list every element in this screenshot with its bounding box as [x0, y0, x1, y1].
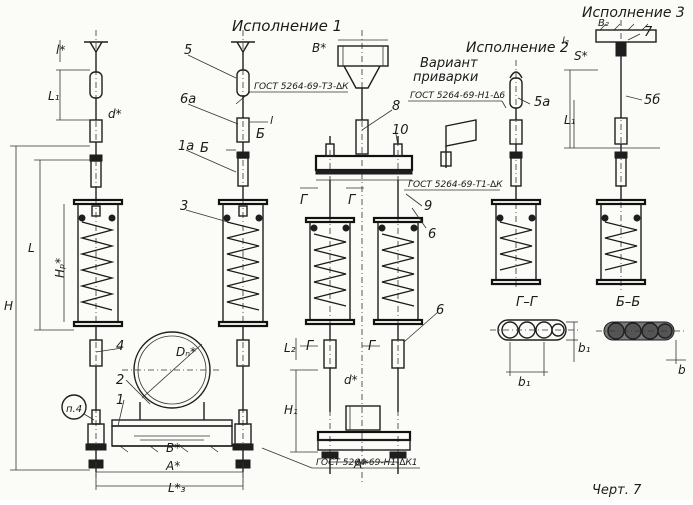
svg-text:Г: Г [300, 193, 309, 208]
dim-A-star: A* [165, 459, 180, 473]
svg-text:Г–Г: Г–Г [516, 295, 539, 310]
part-1a: 1а [178, 139, 194, 154]
dim-L1: L₁ [48, 89, 60, 103]
part-6-lower: 6 [436, 303, 444, 318]
traverse-assembly-center [304, 30, 424, 485]
hanger-assembly-variant-2 [440, 60, 542, 290]
dimension-lines [10, 39, 575, 490]
pipe-and-clamp [111, 331, 233, 453]
part-6a: 6а [180, 92, 196, 107]
dim-H: H [4, 299, 13, 313]
dim-d-star-2: d* [344, 373, 358, 387]
part-9: 9 [424, 199, 432, 214]
part-number-labels: 5 6а 1а 3 4 2 1 п.4 8 10 9 6 6 5а 5б 7 [66, 25, 660, 415]
svg-text:Б: Б [200, 141, 209, 156]
note-p4: п.4 [66, 404, 82, 415]
part-2: 2 [116, 373, 124, 388]
dim-L: L [28, 241, 35, 255]
title-variant-3: Исполнение 3 [582, 5, 685, 21]
dim-Dn: Dₙ* [176, 345, 196, 359]
dim-b1-right: b₁ [578, 341, 591, 355]
dim-B-star: B* [166, 441, 180, 455]
svg-text:Б: Б [256, 127, 265, 142]
part-5a: 5а [534, 95, 550, 110]
gost-label-top-left: ГОСТ 5264-69-Т3-∆К [235, 82, 349, 105]
dim-B2: B₂ [598, 18, 609, 29]
part-7: 7 [644, 25, 653, 40]
part-5b: 5б [644, 93, 660, 108]
svg-text:Г: Г [348, 193, 357, 208]
part-3: 3 [180, 199, 188, 214]
svg-text:ГОСТ 5264-69-Т1-∆К: ГОСТ 5264-69-Т1-∆К [408, 180, 503, 190]
svg-text:Г: Г [368, 339, 377, 354]
section-g-g: Г–Г [490, 295, 580, 376]
part-6: 6 [428, 227, 436, 242]
dim-b: b [678, 363, 686, 377]
dim-Hp: Hₚ* [53, 258, 67, 278]
part-1: 1 [116, 393, 124, 408]
dim-d-star: d* [108, 107, 122, 121]
dim-l: l [270, 114, 273, 127]
sheet-label: Черт. 7 [592, 483, 642, 498]
dim-S-star: S* [574, 49, 588, 63]
dim-l2: l₂ [562, 36, 569, 47]
welding-variant-line2: приварки [413, 70, 478, 85]
part-8: 8 [392, 99, 400, 114]
svg-text:Б–Б: Б–Б [616, 295, 640, 310]
section-b-b: Б–Б [596, 295, 686, 364]
part-4: 4 [116, 339, 124, 354]
dim-L2: L₂ [284, 341, 296, 355]
hanger-assembly-variant-1 [217, 30, 269, 485]
title-variant-1: Исполнение 1 [232, 17, 342, 35]
dim-l-star: l* [56, 43, 65, 57]
svg-text:ГОСТ 5264-69-Т3-∆К: ГОСТ 5264-69-Т3-∆К [254, 82, 349, 92]
part-5: 5 [184, 43, 192, 58]
title-variant-2: Исполнение 2 [466, 40, 569, 56]
leader-lines [95, 33, 643, 427]
gost-label-mid-right: ГОСТ 5264-69-Т1-∆К [404, 180, 503, 191]
dim-L1-right: L₁ [564, 113, 576, 127]
svg-text:ГОСТ 5264-69-Н1-∆6: ГОСТ 5264-69-Н1-∆6 [410, 91, 505, 101]
part-10: 10 [392, 123, 409, 138]
dim-H1: H₁ [284, 403, 298, 417]
dimension-labels: H L Hₚ* L₁ l* d* B* B* A* L*₃ Dₙ* L₂ H₁ … [4, 18, 686, 495]
hanger-assembly-left [61, 30, 124, 485]
dim-A-star-center: A* [353, 457, 368, 471]
svg-text:ГОСТ 5264-69-Н1-∆К1: ГОСТ 5264-69-Н1-∆К1 [316, 458, 417, 468]
hanger-assembly-variant-3 [564, 20, 660, 290]
gost-label-top-mid: ГОСТ 5264-69-Н1-∆6 [408, 91, 507, 109]
section-markers: Б Б Г Г Г Г [200, 127, 377, 354]
dim-L3-star: L*₃ [168, 481, 186, 495]
welding-variant-line1: Вариант [420, 56, 478, 71]
dim-b1: b₁ [518, 375, 531, 389]
dim-B-star-top: B* [312, 41, 326, 55]
svg-text:Г: Г [306, 339, 315, 354]
